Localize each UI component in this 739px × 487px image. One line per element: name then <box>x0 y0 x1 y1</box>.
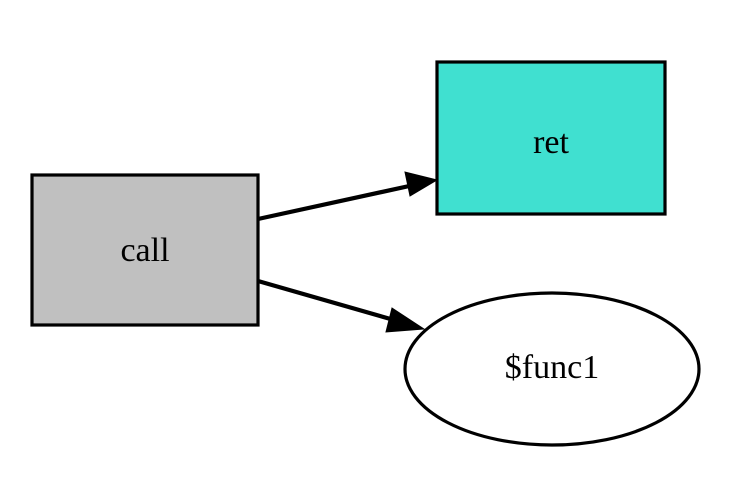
node-call-label: call <box>120 232 169 269</box>
node-func1-label: $func1 <box>505 349 599 386</box>
node-call[interactable]: call <box>30 173 260 327</box>
node-ret[interactable]: ret <box>435 60 667 216</box>
node-ret-shape <box>435 60 667 216</box>
node-func1[interactable]: $func1 <box>403 291 701 447</box>
edge-call-to-func1[interactable] <box>257 278 426 333</box>
node-func1-shape <box>403 291 701 447</box>
edge-call-to-ret[interactable] <box>257 171 439 222</box>
edge-call-to-func1-line <box>257 278 409 327</box>
node-ret-label: ret <box>533 124 569 161</box>
edge-call-to-func1-arrowhead-icon <box>385 307 426 333</box>
edge-call-to-ret-line <box>257 180 424 222</box>
node-call-shape <box>30 173 260 327</box>
edge-call-to-ret-arrowhead-icon <box>404 171 439 197</box>
